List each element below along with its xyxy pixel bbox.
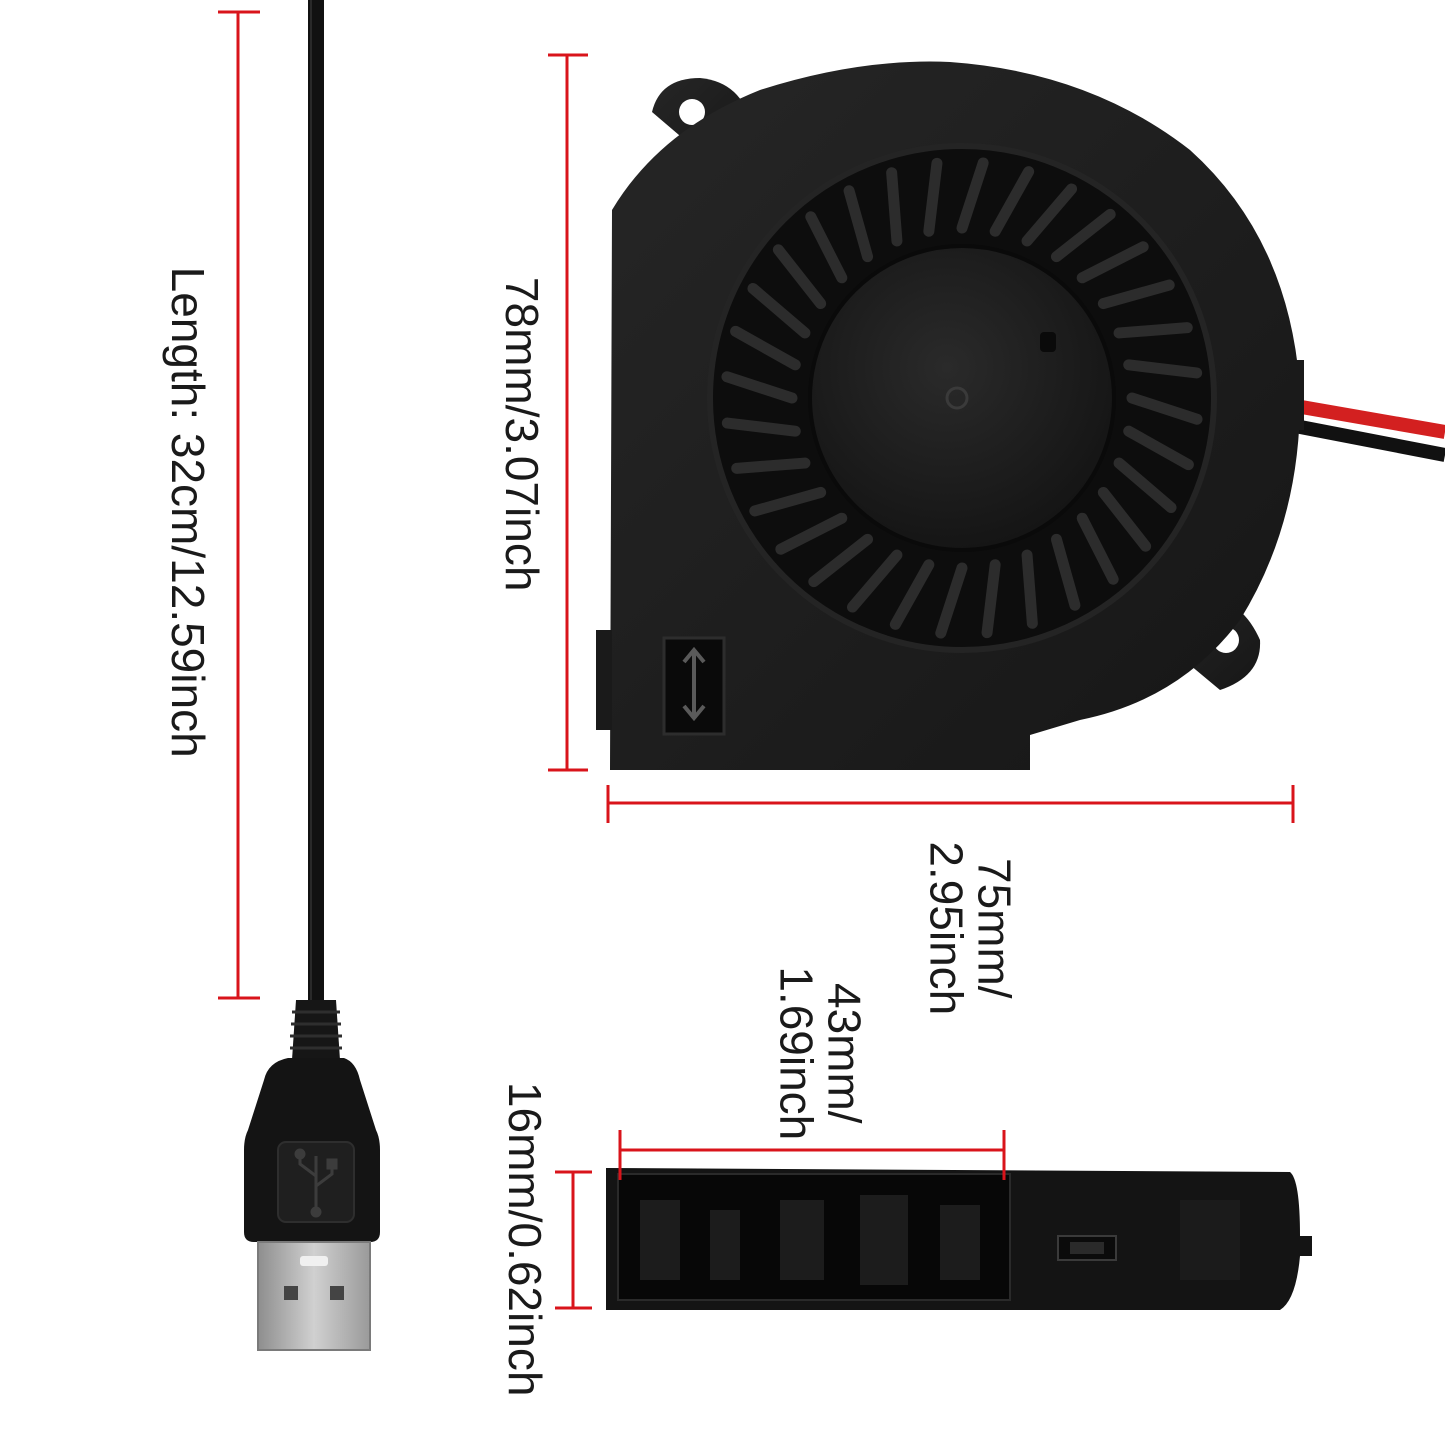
fan-blade: [1076, 512, 1119, 585]
fan-blade: [886, 167, 903, 247]
fan-blade: [1097, 279, 1175, 310]
fan-blade: [805, 211, 848, 284]
cable-length-label: Length: 32cm/12.59inch: [162, 242, 215, 782]
fan-width-text-line2: 2.95inch: [920, 841, 972, 1016]
fan-blade: [1126, 392, 1203, 425]
fan-thickness-label: 16mm/0.62inch: [499, 1029, 552, 1449]
fan-width-label: 75mm/ 2.95inch: [920, 798, 1021, 1058]
fan-blade: [721, 371, 798, 404]
fan-height-dimension-line: [548, 53, 588, 772]
black-wire: [1288, 418, 1445, 462]
fan-hub: [810, 246, 1114, 550]
fan-blade: [1097, 486, 1152, 552]
fan-blade: [1050, 533, 1081, 611]
fan-blade: [1113, 322, 1193, 339]
fan-blades: [721, 157, 1203, 639]
fan-blade: [731, 457, 811, 474]
fan-thickness-text: 16mm/0.62inch: [499, 1081, 552, 1397]
fan-width-text-line1: 75mm/: [968, 858, 1021, 999]
fan-blade: [1123, 425, 1194, 471]
usb-icon: [294, 1148, 338, 1218]
fan-blade: [1123, 359, 1203, 379]
fan-blade: [1021, 549, 1038, 629]
fan-blade: [935, 562, 968, 639]
fan-blade: [1050, 208, 1116, 263]
fan-height-label: 78mm/3.07inch: [496, 244, 549, 624]
fan-blade: [747, 282, 811, 339]
fan-blade: [846, 549, 903, 613]
cable-strain-relief: [292, 1000, 340, 1060]
outlet-width-dimension-line: [618, 1130, 1006, 1180]
fan-blade: [730, 325, 801, 371]
outlet-width-label: 43mm/ 1.69inch: [770, 933, 871, 1173]
fan-blade: [956, 157, 989, 234]
fan-blade: [923, 157, 943, 237]
outlet-width-text-line1: 43mm/: [818, 983, 871, 1124]
blower-fan-front: [596, 61, 1445, 771]
fan-blade: [808, 533, 874, 588]
fan-height-text: 78mm/3.07inch: [496, 276, 549, 592]
fan-blade: [981, 559, 1001, 639]
fan-blade: [889, 559, 935, 630]
fan-blade: [721, 417, 801, 437]
mounting-hole: [679, 99, 705, 125]
fan-blade: [775, 512, 848, 555]
usb-cable: [244, 0, 380, 1351]
outlet-width-text-line2: 1.69inch: [770, 966, 822, 1141]
cable-length-dimension-line: [218, 10, 260, 1000]
red-wire: [1288, 398, 1445, 439]
airflow-arrow-icon: [662, 636, 726, 736]
fan-blade: [1113, 457, 1177, 514]
blower-fan-side: [606, 1168, 1312, 1310]
fan-width-dimension-line: [606, 785, 1295, 823]
fan-blade: [1021, 183, 1078, 247]
fan-blade: [749, 486, 827, 517]
fan-thickness-dimension-line: [555, 1170, 592, 1310]
fan-blade: [989, 166, 1035, 237]
fan-blade: [1076, 241, 1149, 284]
fan-blade: [843, 185, 874, 263]
fan-blade: [772, 244, 827, 310]
cable-length-text: Length: 32cm/12.59inch: [162, 266, 215, 758]
